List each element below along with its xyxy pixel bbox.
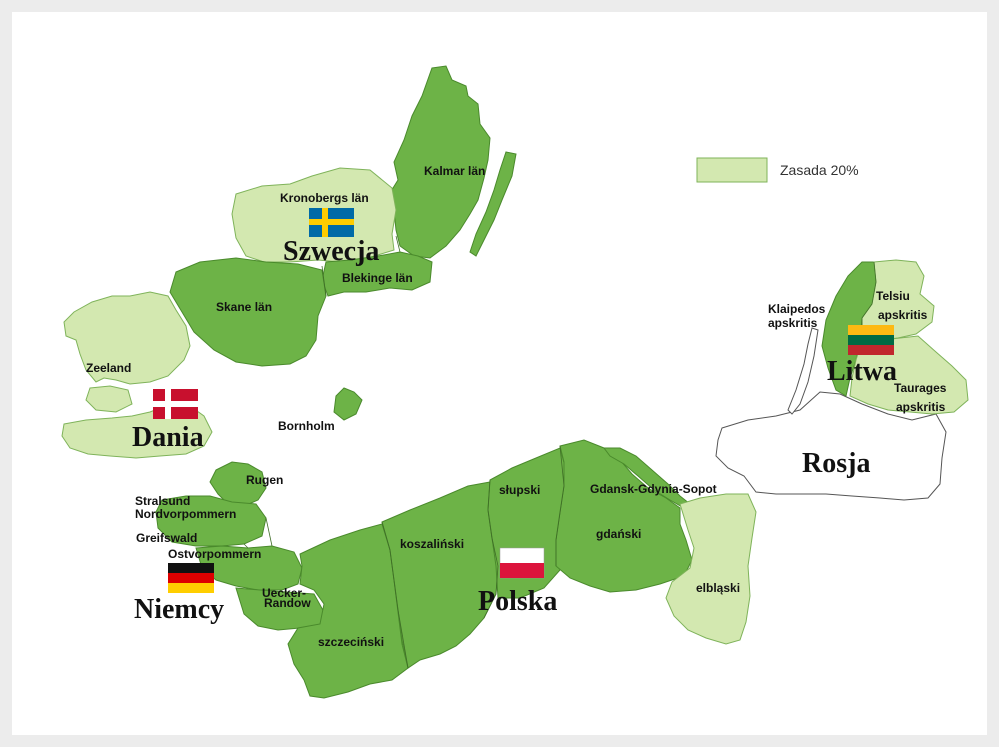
denmark-flag — [153, 389, 198, 419]
legend-swatch — [696, 157, 768, 183]
sweden-flag — [309, 208, 354, 237]
label-nordvorpommern: Nordvorpommern — [135, 507, 236, 521]
label-blekinge: Blekinge län — [342, 271, 413, 285]
region-rosja — [715, 391, 947, 501]
label-ostvorpommern: Ostvorpommern — [168, 547, 261, 561]
region-oland — [469, 151, 517, 257]
lithuania-flag — [848, 325, 894, 355]
label-gdansk-gdynia-sopot: Gdansk-Gdynia-Sopot — [590, 482, 717, 496]
label-taurages-apskritis: apskritis — [896, 400, 946, 414]
label-skane: Skane län — [216, 300, 272, 314]
label-telsiu-apskritis: apskritis — [878, 308, 928, 322]
region-kalmar — [387, 65, 491, 259]
country-litwa: Litwa — [827, 356, 897, 387]
region-nordvorpommern — [155, 495, 267, 547]
label-greifswald: Greifswald — [136, 531, 197, 545]
region-taurages — [849, 335, 969, 415]
curonian-spit — [787, 327, 819, 415]
region-moen — [85, 385, 133, 413]
label-gdanski: gdański — [596, 527, 641, 541]
poland-flag — [499, 547, 545, 579]
label-klaipedos-apskritis: apskritis — [768, 316, 818, 330]
label-koszalinski: koszaliński — [400, 537, 464, 551]
label-klaipedos: Klaipedos — [768, 302, 826, 316]
country-rosja: Rosja — [802, 448, 870, 479]
region-skane — [169, 257, 327, 367]
germany-flag — [168, 563, 214, 593]
region-zeeland — [63, 291, 191, 385]
country-polska: Polska — [478, 586, 557, 617]
label-slupski: słupski — [499, 483, 540, 497]
label-uecker: Uecker- — [262, 586, 306, 600]
region-elblaski — [665, 493, 757, 645]
label-kalmar: Kalmar län — [424, 164, 485, 178]
map-frame — [12, 12, 987, 735]
label-rugen: Rugen — [246, 473, 283, 487]
region-blekinge — [321, 251, 433, 297]
region-rugen — [209, 461, 267, 507]
region-bornholm — [333, 387, 363, 421]
country-dania: Dania — [132, 422, 204, 453]
legend-label: Zasada 20% — [780, 162, 859, 178]
label-kronobergs: Kronobergs län — [280, 191, 369, 205]
label-elblaski: elbląski — [696, 581, 740, 595]
country-niemcy: Niemcy — [134, 594, 224, 625]
country-szwecja: Szwecja — [283, 236, 379, 267]
label-taurages: Taurages — [894, 381, 947, 395]
label-randow: Randow — [264, 596, 311, 610]
label-zeeland: Zeeland — [86, 361, 131, 375]
label-stralsund: Stralsund — [135, 494, 190, 508]
label-szczecinski: szczeciński — [318, 635, 384, 649]
label-bornholm: Bornholm — [278, 419, 335, 433]
label-telsiu: Telsiu — [876, 289, 910, 303]
